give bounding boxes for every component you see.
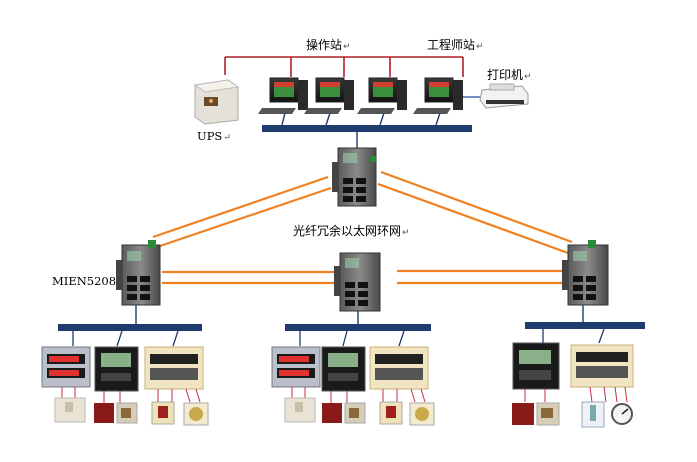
switch-drops [135, 305, 584, 324]
station-bus [262, 125, 472, 132]
switch-center [334, 252, 381, 312]
switch-top [332, 147, 377, 207]
field-bus-left [58, 324, 202, 331]
ups-unit [193, 79, 240, 125]
printer-device [479, 83, 529, 109]
field-bus-right [525, 322, 645, 329]
left-field-devices [41, 346, 204, 392]
ups-label: UPS↵ [197, 129, 231, 143]
right-field-wires [524, 386, 628, 403]
pc-1 [258, 77, 308, 114]
center-field-devices [271, 346, 429, 392]
center-field-wires [291, 387, 426, 403]
left-sensors [54, 397, 209, 426]
left-field-wires [61, 387, 201, 403]
switch-right [562, 240, 609, 306]
right-field-devices [512, 342, 634, 390]
operator-station-label: 操作站↵ [306, 38, 351, 52]
fiber-ring [152, 170, 573, 285]
pc-2 [304, 77, 354, 114]
switch-model-label: MIEN5208 [52, 274, 117, 288]
pc-3 [357, 77, 407, 114]
pc-group [258, 77, 463, 114]
printer-label: 打印机↵ [487, 68, 532, 82]
station-drops [281, 112, 441, 148]
center-sensors [284, 397, 435, 426]
engineer-station-label: 工程师站↵ [427, 38, 484, 52]
switch-left [116, 240, 161, 306]
pc-4 [413, 77, 463, 114]
station-links [224, 56, 464, 77]
field-bus-center [285, 324, 431, 331]
right-sensors [512, 401, 633, 428]
fiber-ring-label: 光纤冗余以太网环网↵ [293, 224, 410, 238]
field-drops [72, 328, 605, 347]
